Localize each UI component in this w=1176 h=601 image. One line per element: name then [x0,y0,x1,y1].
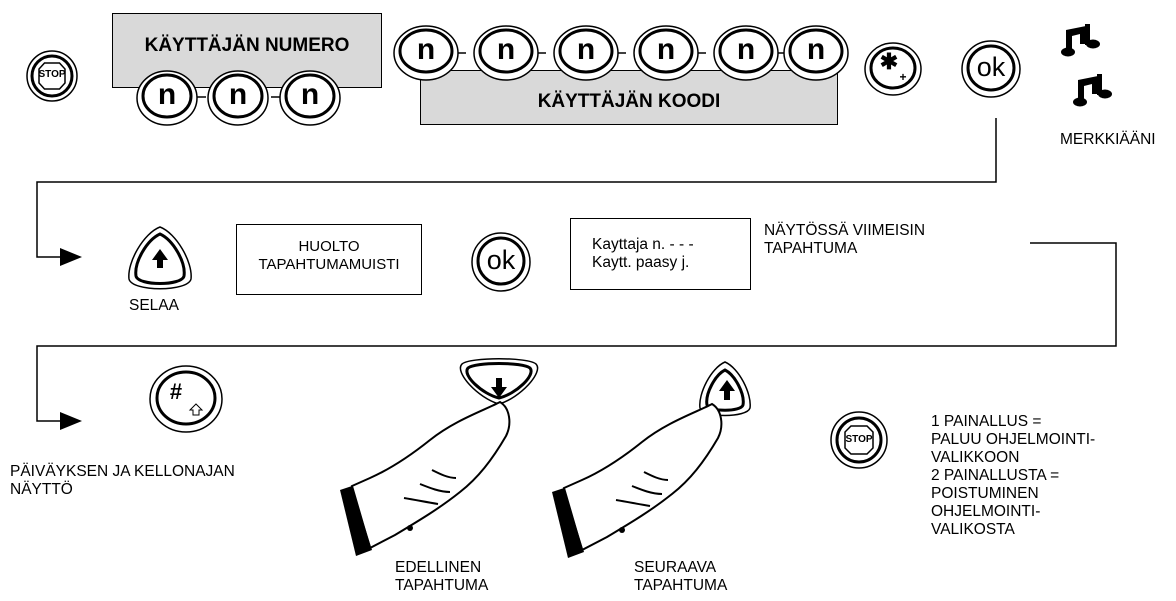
plus-icon: + [899,70,907,84]
display-text: Kayttaja n. - - - Kaytt. paasy j. [592,236,694,271]
next-event-label: SEURAAVA TAPAHTUMA [634,559,728,594]
n-key-user-number-3[interactable] [279,70,341,126]
previous-event-label: EDELLINEN TAPAHTUMA [395,559,489,594]
user-number-label: KÄYTTÄJÄN NUMERO [144,35,350,56]
user-code-box [420,70,838,125]
display-box [570,218,751,290]
ok-key-mid-label: ok [486,245,516,275]
n-key-user-code-5[interactable] [713,25,779,81]
user-code-label: KÄYTTÄJÄN KOODI [537,91,721,112]
scroll-label: SELAA [129,297,179,314]
n-key-user-code-4[interactable] [633,25,699,81]
n-key-user-code-3-label: n [576,33,596,66]
hash-icon: # [169,379,183,404]
ok-key-mid[interactable] [471,232,531,292]
n-key-user-number-2[interactable] [207,70,269,126]
n-key-user-number-1[interactable] [136,70,198,126]
ok-key-top-label: ok [976,52,1006,82]
star-icon: ✱ [879,49,899,74]
n-key-user-code-1[interactable] [393,25,459,81]
service-menu-box [236,224,422,295]
n-key-user-code-4-label: n [656,33,676,66]
n-key-user-code-6[interactable] [783,25,849,81]
n-key-user-code-3[interactable] [553,25,619,81]
n-key-user-code-1-label: n [416,33,436,66]
n-key-user-code-2[interactable] [473,25,539,81]
stop-key-top[interactable] [26,50,78,102]
n-key-user-code-2-label: n [496,33,516,66]
stop-key-bottom[interactable] [830,411,888,469]
service-menu-text: HUOLTO TAPAHTUMAMUISTI [258,238,400,273]
n-key-user-number-2-label: n [228,78,248,111]
stop-instructions: 1 PAINALLUS = PALUU OHJELMOINTI- VALIKKO… [931,413,1096,538]
n-key-user-code-6-label: n [806,33,826,66]
stop-key-bottom-label: STOP [845,434,873,445]
star-key[interactable] [864,42,922,96]
stop-key-top-label: STOP [38,69,66,80]
n-key-user-number-1-label: n [157,78,177,111]
last-event-label: NÄYTÖSSÄ VIIMEISIN TAPAHTUMA [764,222,926,257]
n-key-user-code-5-label: n [736,33,756,66]
date-time-label: PÄIVÄYKSEN JA KELLONAJAN NÄYTTÖ [10,463,235,498]
n-key-user-number-3-label: n [300,78,320,111]
beep-label: MERKKIÄÄNI [1060,131,1156,148]
ok-key-top[interactable] [961,40,1021,98]
